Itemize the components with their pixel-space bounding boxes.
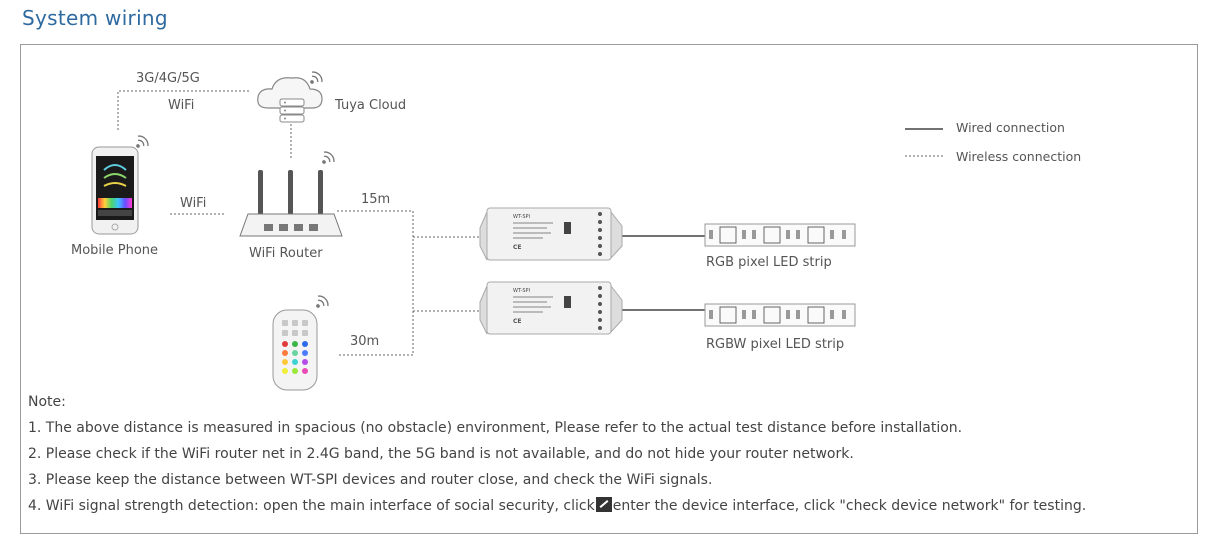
strip-1-label: RGB pixel LED strip: [706, 255, 832, 270]
wifi-top-label: WiFi: [168, 98, 194, 113]
cloud-signal-icon: [310, 71, 323, 84]
rgbw-led-strip: [704, 303, 856, 327]
controller-1-ce-mark: CE: [513, 244, 522, 251]
distance-15m: 15m: [361, 192, 390, 207]
strip-2-label: RGBW pixel LED strip: [706, 337, 844, 352]
legend-wireless-label: Wireless connection: [956, 149, 1081, 164]
note-3: 3. Please keep the distance between WT-S…: [28, 472, 713, 488]
wifi-mid-label: WiFi: [180, 196, 206, 211]
controller-1-model: WT-SPI: [513, 214, 530, 220]
wireless-links: [117, 90, 943, 356]
legend-wired-label: Wired connection: [956, 120, 1065, 135]
controller-2-model: WT-SPI: [513, 288, 530, 294]
mobile-phone-icon: [91, 146, 139, 235]
note-4-after: enter the device interface, click "check…: [612, 498, 1087, 514]
remote-signal-icon: [316, 295, 329, 308]
controller-2: WT-SPI CE: [479, 281, 623, 335]
signal-icons: [136, 71, 335, 308]
notes-heading: Note:: [28, 394, 66, 410]
router-signal-icon: [322, 151, 335, 164]
distance-30m: 30m: [350, 334, 379, 349]
cloud-label: Tuya Cloud: [334, 98, 406, 113]
note-2: 2. Please check if the WiFi router net i…: [28, 446, 854, 462]
notes-section: Note: 1. The above distance is measured …: [28, 389, 1188, 519]
cellular-label: 3G/4G/5G: [136, 71, 200, 86]
remote-control-icon: [272, 309, 318, 391]
rgb-led-strip: [704, 223, 856, 247]
router-label: WiFi Router: [249, 246, 323, 261]
wired-links: [622, 128, 943, 311]
diagram-frame: [20, 44, 1198, 534]
controller-1: WT-SPI CE: [479, 207, 623, 261]
edit-icon: [595, 497, 612, 512]
phone-label: Mobile Phone: [71, 243, 158, 258]
wifi-router-icon: [239, 170, 343, 237]
cloud-icon: [257, 77, 323, 123]
router-remote-trunk: [337, 210, 414, 356]
controller-2-ce-mark: CE: [513, 318, 522, 325]
note-4: 4. WiFi signal strength detection: open …: [28, 493, 1188, 519]
phone-cloud-link: [117, 90, 250, 130]
page-title: System wiring: [22, 6, 168, 30]
phone-signal-icon: [136, 135, 149, 148]
note-1: 1. The above distance is measured in spa…: [28, 420, 963, 436]
note-4-before: 4. WiFi signal strength detection: open …: [28, 498, 595, 514]
